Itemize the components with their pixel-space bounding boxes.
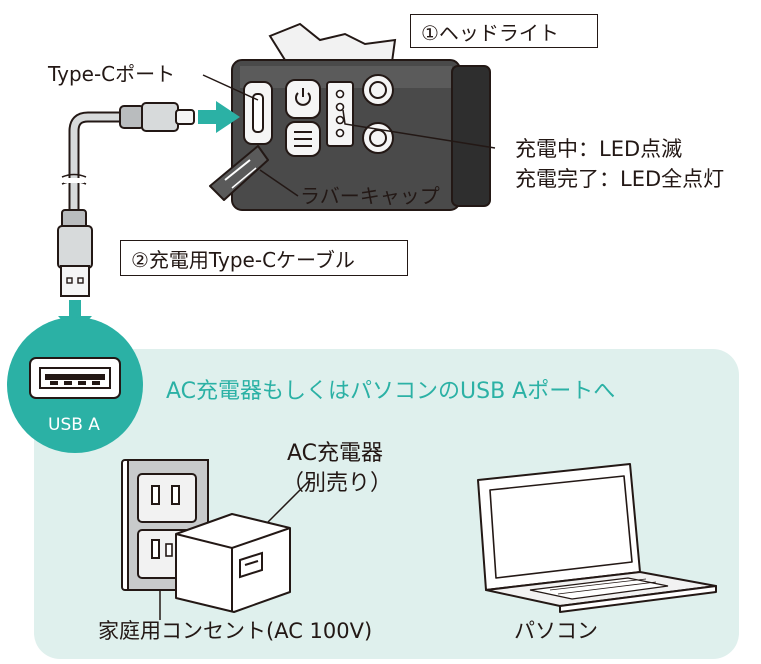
panel-title: AC充電器もしくはパソコンのUSB Aポートへ <box>166 379 616 404</box>
charge-complete-label: 充電完了：LED全点灯 <box>515 167 725 191</box>
outlet-label: 家庭用コンセント(AC 100V) <box>98 619 373 643</box>
typec-port-label: Type-Cポート <box>48 62 176 86</box>
typec-cable <box>57 102 195 297</box>
usb-a-label: USB A <box>48 415 100 435</box>
charging-status-label: 充電中：LED点滅 <box>515 137 683 161</box>
arrow-right-icon <box>198 101 240 133</box>
rubber-cap <box>209 145 269 201</box>
pc-label: パソコン <box>514 619 598 643</box>
headlight-label: ①ヘッドライト <box>410 14 598 48</box>
usb-port-icon <box>7 317 143 453</box>
ac-charger-icon <box>175 513 291 613</box>
ac-charger-label: AC充電器 <box>287 441 384 466</box>
sold-separately-label: （別売り） <box>282 471 393 496</box>
power-icon <box>295 88 311 106</box>
rubber-cap-label: ラバーキャップ <box>300 184 440 208</box>
cable-label: ②充電用Type-Cケーブル <box>120 240 408 276</box>
headlight-device <box>209 22 491 211</box>
laptop-icon <box>477 463 717 613</box>
leader-lines <box>159 74 496 620</box>
led-indicator <box>326 81 354 147</box>
